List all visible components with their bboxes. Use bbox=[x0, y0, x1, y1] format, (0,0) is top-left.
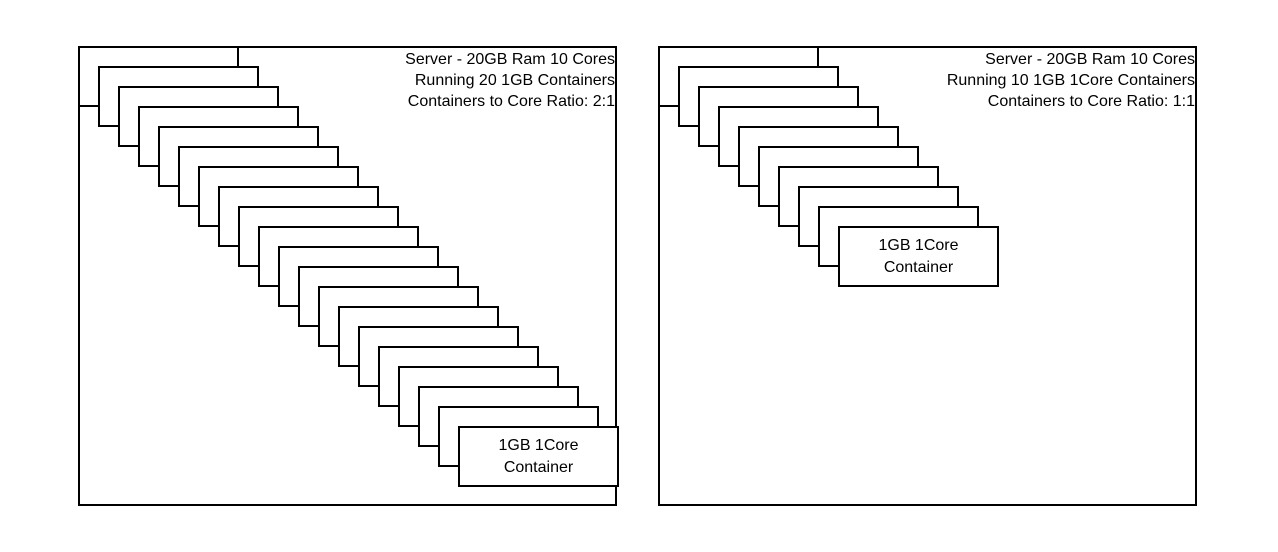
server-ratio-text: Containers to Core Ratio: 1:1 bbox=[987, 93, 1195, 110]
server-spec-text: Server - 20GB Ram 10 Cores bbox=[405, 51, 615, 68]
server-box-left: Server - 20GB Ram 10 Cores Running 20 1G… bbox=[78, 46, 619, 506]
server-box-right: Server - 20GB Ram 10 Cores Running 10 1G… bbox=[658, 46, 1197, 506]
server-info: Server - 20GB Ram 10 Cores Running 10 1G… bbox=[947, 49, 1195, 112]
server-info: Server - 20GB Ram 10 Cores Running 20 1G… bbox=[405, 49, 615, 112]
server-spec-text: Server - 20GB Ram 10 Cores bbox=[985, 51, 1195, 68]
server-ratio-text: Containers to Core Ratio: 2:1 bbox=[407, 93, 615, 110]
server-running-text: Running 10 1GB 1Core Containers bbox=[946, 72, 1195, 89]
server-running-text: Running 20 1GB Containers bbox=[414, 72, 615, 89]
